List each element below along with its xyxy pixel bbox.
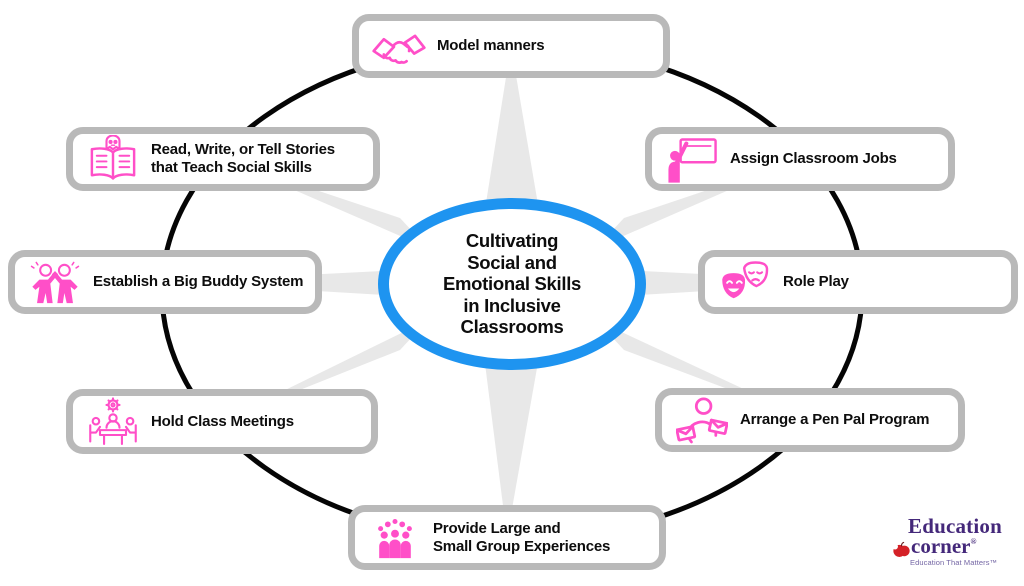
- node-label: Hold Class Meetings: [151, 412, 294, 430]
- node-label: Role Play: [783, 273, 849, 291]
- node-assign-classroom-jobs: Assign Classroom Jobs: [645, 127, 955, 191]
- center-title-ellipse: Cultivating Social and Emotional Skills …: [378, 198, 646, 370]
- center-title-line: in Inclusive: [463, 294, 561, 316]
- center-title-line: Emotional Skills: [442, 273, 582, 295]
- node-label: Arrange a Pen Pal Program: [740, 411, 930, 429]
- node-label: Assign Classroom Jobs: [730, 150, 897, 168]
- people-group-icon: [367, 515, 423, 561]
- center-title-line: Cultivating: [465, 230, 559, 252]
- node-group-experiences: Provide Large and Small Group Experience…: [348, 505, 666, 570]
- node-label: Model manners: [437, 37, 545, 55]
- logo-line2: corner®: [911, 534, 977, 558]
- center-title-line: Classrooms: [460, 316, 564, 338]
- node-big-buddy-system: Establish a Big Buddy System: [8, 250, 322, 314]
- registered-mark: ®: [970, 537, 977, 546]
- logo-tagline: Education That Matters™: [910, 557, 998, 567]
- handshake-icon: [371, 24, 427, 68]
- pen-pal-letters-icon: [674, 395, 730, 445]
- node-model-manners: Model manners: [352, 14, 670, 78]
- meeting-table-icon: [85, 396, 141, 447]
- node-stories-social-skills: Read, Write, or Tell Stories that Teach …: [66, 127, 380, 191]
- node-label: Provide Large and Small Group Experience…: [433, 519, 611, 555]
- teacher-whiteboard-icon: [664, 135, 720, 183]
- node-class-meetings: Hold Class Meetings: [66, 389, 378, 454]
- storybook-icon: [85, 135, 141, 183]
- theater-masks-icon: [717, 258, 773, 306]
- node-pen-pal-program: Arrange a Pen Pal Program: [655, 388, 965, 452]
- node-label: Read, Write, or Tell Stories that Teach …: [151, 141, 335, 176]
- education-corner-logo: Education corner® Education That Matters…: [893, 516, 1002, 567]
- node-role-play: Role Play: [698, 250, 1018, 314]
- node-label: Establish a Big Buddy System: [93, 273, 304, 291]
- apple-icon: [893, 541, 910, 557]
- high-five-icon: [27, 258, 83, 306]
- center-title-line: Social and: [467, 251, 557, 273]
- logo-line1: Education: [908, 514, 1002, 538]
